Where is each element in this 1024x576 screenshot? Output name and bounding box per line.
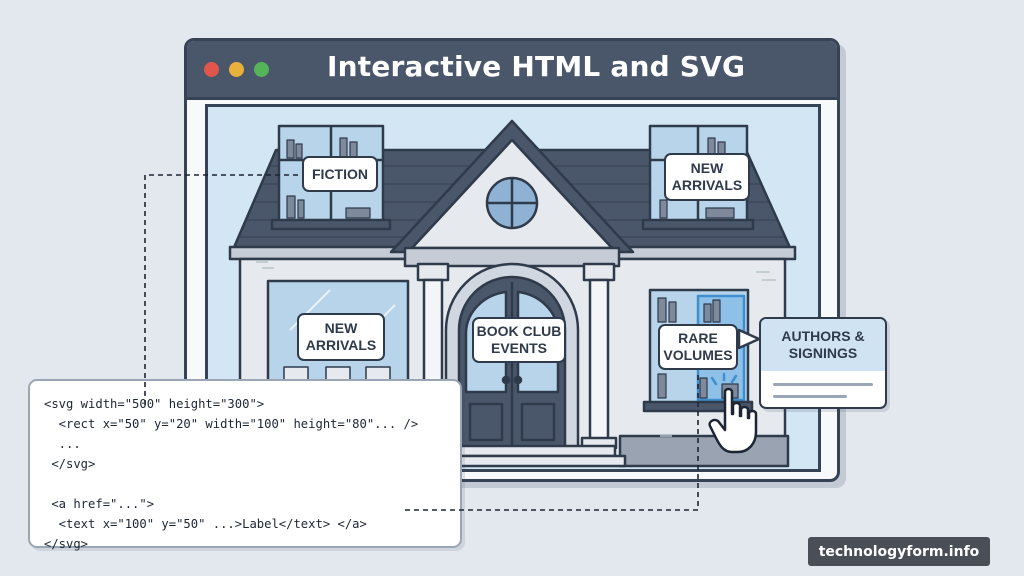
window-title: Interactive HTML and SVG <box>327 50 746 83</box>
code-line: </svg> <box>44 457 96 471</box>
maximize-dot-icon[interactable] <box>254 62 269 77</box>
foundation <box>618 434 790 468</box>
code-line: <rect x="50" y="20" width="100" height="… <box>44 417 419 431</box>
front-steps <box>453 444 617 458</box>
title-bar: Interactive HTML and SVG <box>187 41 837 100</box>
hotspot-new-arrivals-window[interactable]: NEW ARRIVALS <box>297 313 385 361</box>
close-dot-icon[interactable] <box>204 62 219 77</box>
code-line: ... <box>44 437 81 451</box>
hotspot-fiction[interactable]: FICTION <box>302 156 378 192</box>
authors-signings-title: AUTHORS & SIGNINGS <box>761 319 885 371</box>
site-badge: technologyform.info <box>808 537 990 566</box>
column-right <box>588 278 610 442</box>
code-line: </svg> <box>44 537 89 551</box>
code-snippet: <svg width="500" height="300"> <rect x="… <box>28 379 462 551</box>
minimize-dot-icon[interactable] <box>229 62 244 77</box>
code-line <box>44 474 446 494</box>
hotspot-book-club-events[interactable]: BOOK CLUB EVENTS <box>472 317 566 363</box>
authors-signings-card[interactable]: AUTHORS & SIGNINGS <box>759 317 887 409</box>
code-line: <text x="100" y="50" ...>Label</text> </… <box>44 517 367 531</box>
hotspot-new-arrivals-top[interactable]: NEW ARRIVALS <box>664 153 750 201</box>
code-line: <a href="..."> <box>44 497 155 511</box>
card-text-line <box>773 383 873 386</box>
card-text-line <box>773 395 847 398</box>
hotspot-rare-volumes[interactable]: RARE VOLUMES <box>658 324 738 370</box>
code-line: <svg width="500" height="300"> <box>44 397 265 411</box>
